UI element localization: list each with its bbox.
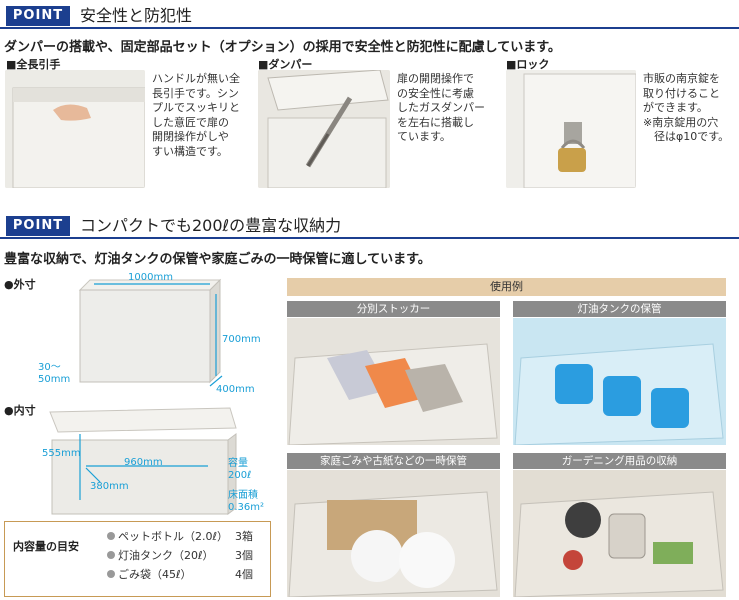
inner-depth: 380mm [90,481,129,492]
outer-label: ●外寸 [4,278,36,291]
kerosene-photo [513,318,726,445]
capacity-guide: 内容量の目安 ペットボトル（2.0ℓ） 3箱 灯油タンク（20ℓ） 3個 ごみ袋… [4,521,271,597]
outer-width: 1000mm [128,272,173,283]
outer-depth: 400mm [216,384,255,395]
usage-caption: 家庭ごみや古紙などの一時保管 [287,453,500,469]
handle-photo [5,70,145,188]
point-title: コンパクトでも200ℓの豊富な収納力 [80,216,342,235]
damper-photo [258,70,390,188]
point-title: 安全性と防犯性 [80,6,193,25]
feature-description: 扉の開閉操作での安全性に考慮したガスダンパー を左右に搭載しています。 [397,72,485,143]
list-item: ペットボトル（2.0ℓ） [107,528,228,544]
gardening-photo [513,470,726,597]
divider [0,27,739,29]
list-item-qty: 3個 [235,549,253,562]
feature-heading: ■ダンパー [258,58,313,71]
usage-caption: ガーデニング用品の収納 [513,453,726,469]
point-lead: 豊富な収納で、灯油タンクの保管や家庭ごみの一時保管に適しています。 [4,252,431,267]
sorting-stocker-photo [287,318,500,445]
feature-description: ハンドルが無い全長引手です。シンプルでスッキリと した意匠で扉の開閉操作がしやす… [152,72,240,158]
list-item: ごみ袋（45ℓ） [107,566,192,582]
capacity-guide-title: 内容量の目安 [13,540,79,553]
feature-heading: ■ロック [506,58,550,71]
list-item-qty: 4個 [235,568,253,581]
usage-caption: 分別ストッカー [287,301,500,317]
point-header-1: POINT 安全性と防犯性 [0,6,739,29]
point-header-2: POINT コンパクトでも200ℓの豊富な収納力 [0,216,739,239]
inner-dimension-diagram [49,407,237,515]
bullet-icon [107,551,115,559]
usage-title: 使用例 [287,278,726,296]
lock-photo [506,70,636,188]
point-lead: ダンパーの搭載や、固定部品セット（オプション）の採用で安全性と防犯性に配慮してい… [4,40,561,55]
point-badge: POINT [6,6,70,26]
list-item-qty: 3箱 [235,530,253,543]
inner-height: 555mm [42,448,81,459]
outer-leg-height: 30～50mm [38,362,71,385]
outer-height: 700mm [222,334,261,345]
feature-heading: ■全長引手 [6,58,61,71]
usage-caption: 灯油タンクの保管 [513,301,726,317]
feature-description: 市販の南京錠を取り付けることができます。 ※南京錠用の穴 径はφ10です。 [643,72,730,143]
garbage-storage-photo [287,470,500,597]
divider [0,237,739,239]
point-badge: POINT [6,216,70,236]
bullet-icon [107,532,115,540]
list-item: 灯油タンク（20ℓ） [107,547,214,563]
inner-width: 960mm [124,457,163,468]
bullet-icon [107,570,115,578]
inner-label: ●内寸 [4,404,36,417]
outer-dimension-diagram [78,278,223,387]
